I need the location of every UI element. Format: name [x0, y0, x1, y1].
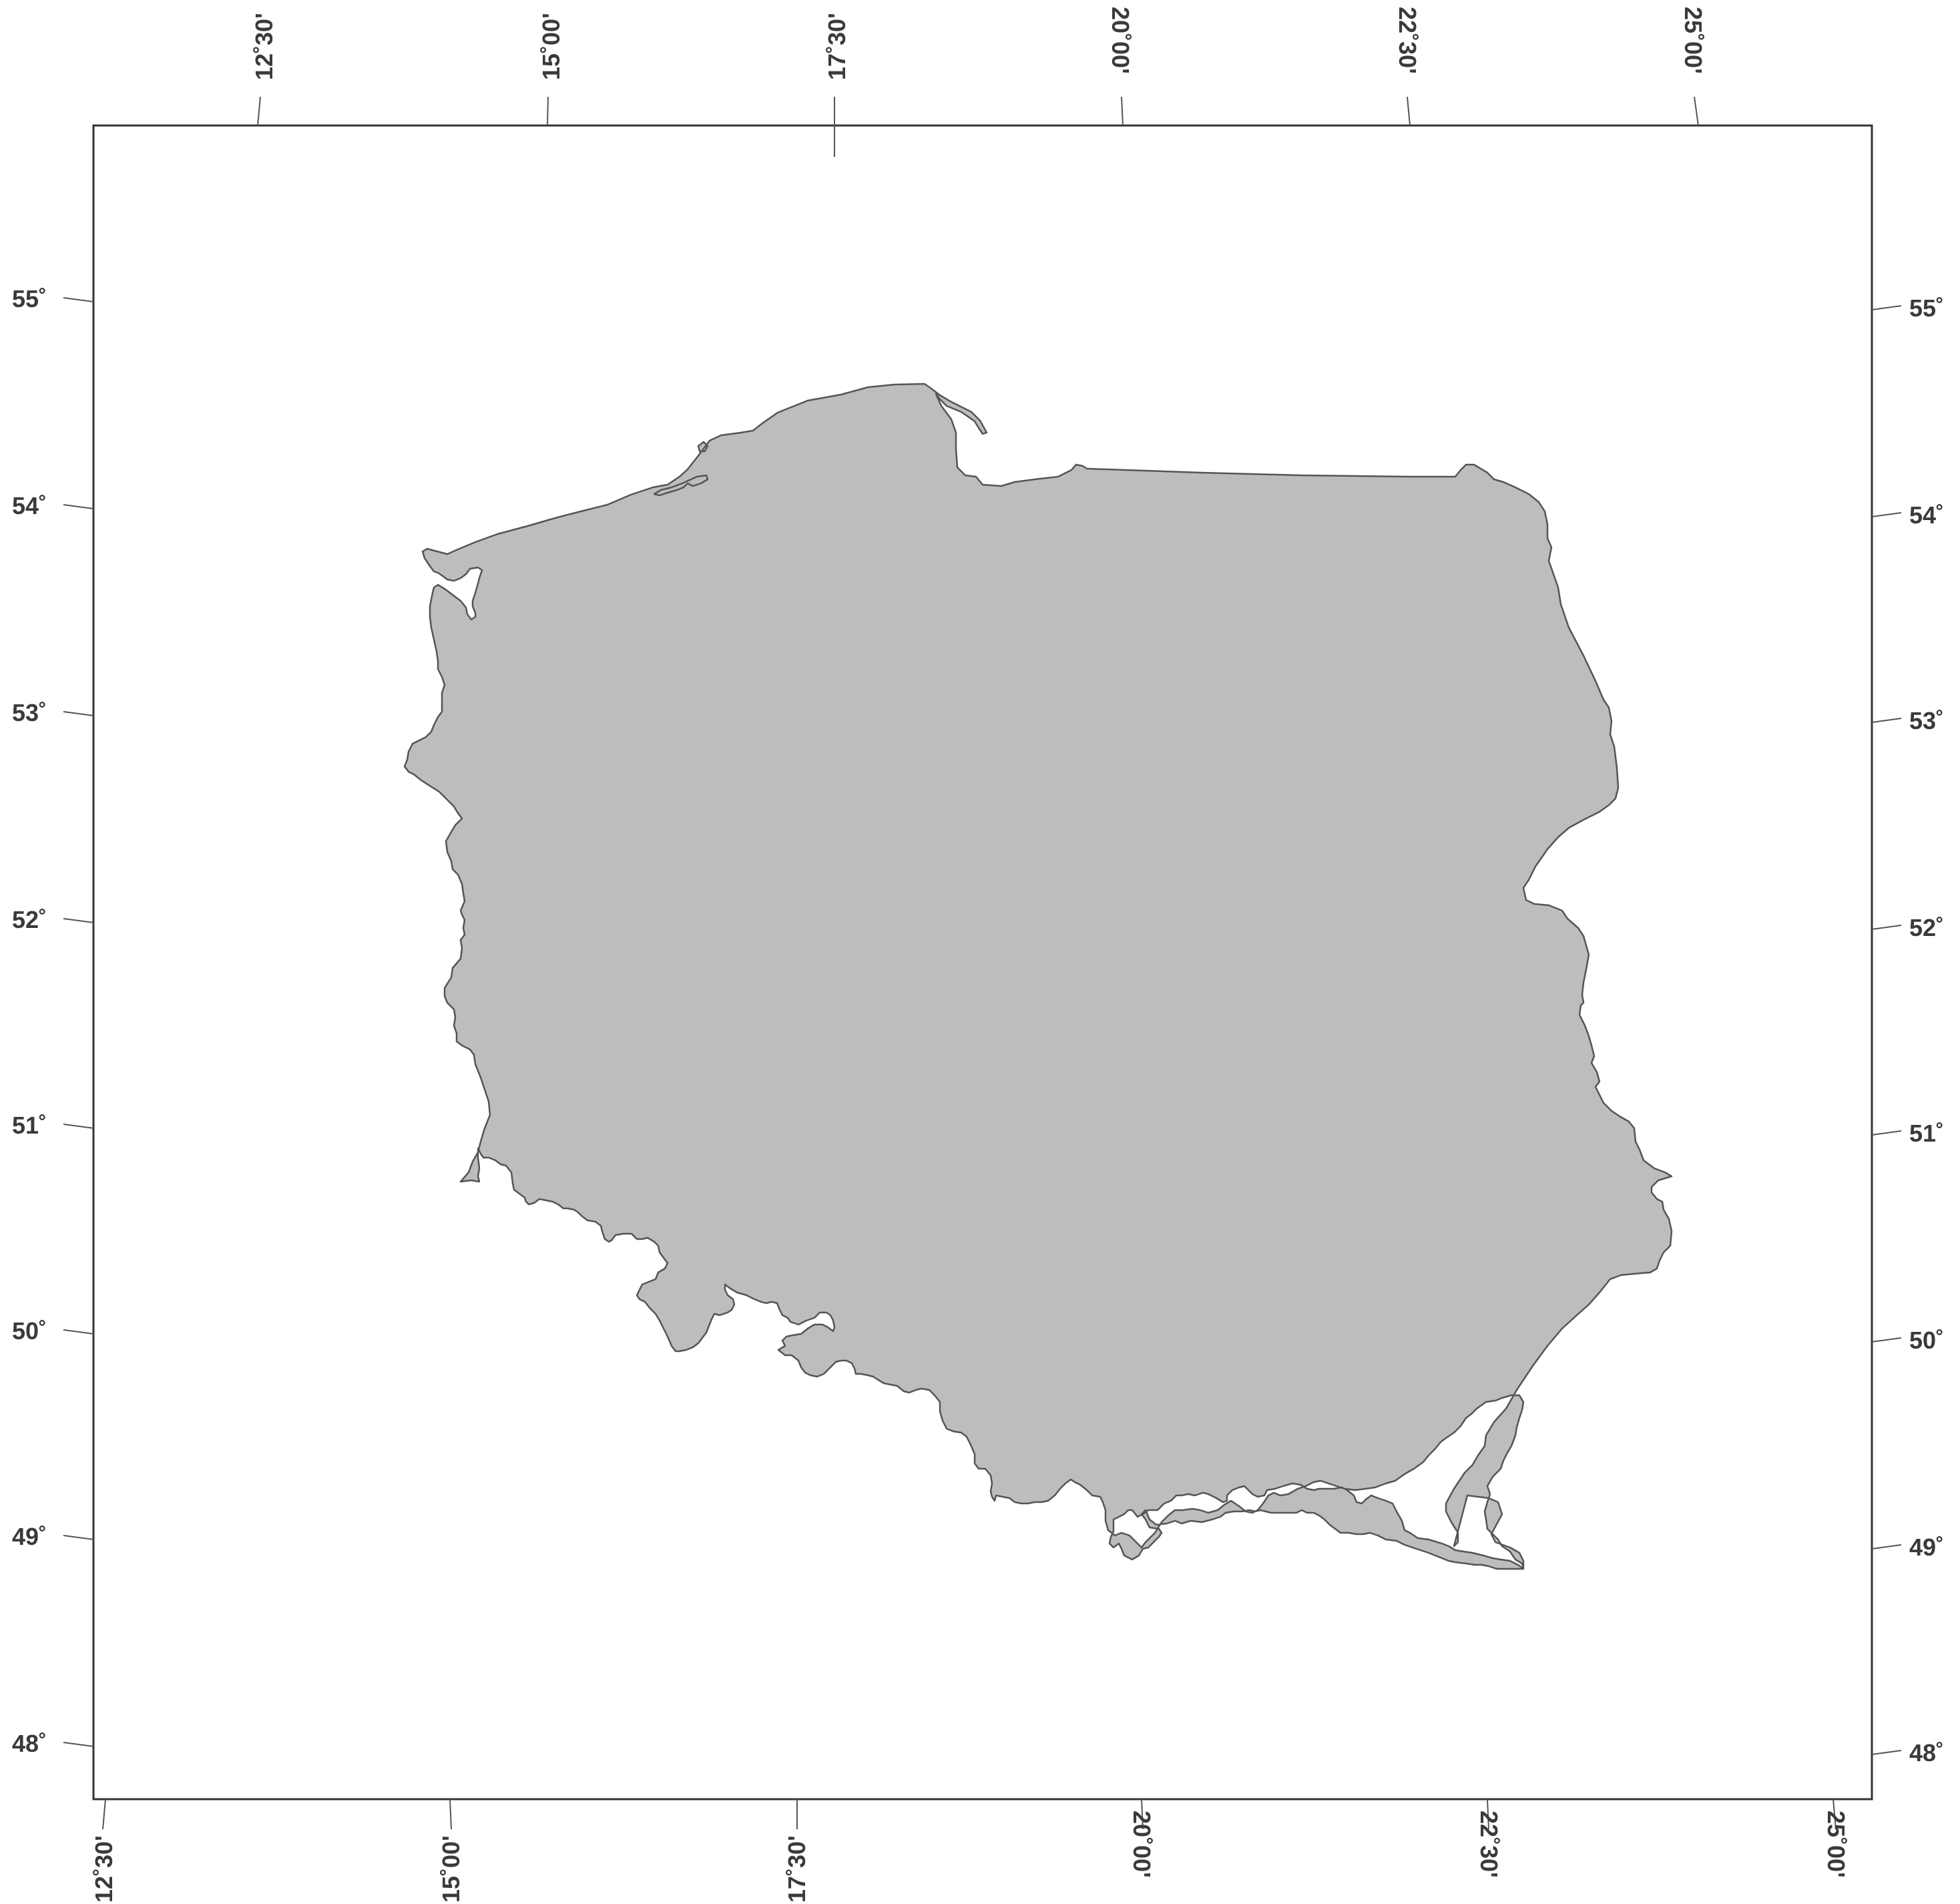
map-frame — [92, 124, 1873, 1801]
right-label-3: 53˚ — [1909, 707, 1944, 734]
bottom-label-4: 20˚00' — [1128, 1811, 1156, 1878]
bottom-label-3: 17˚30' — [783, 1835, 810, 1903]
top-label-4: 20˚00' — [1107, 7, 1134, 74]
right-label-2: 54˚ — [1909, 501, 1944, 529]
left-label-8: 48˚ — [12, 1730, 47, 1757]
left-latitude-labels: 55˚ 54˚ 53˚ 52˚ 51˚ 50˚ 49˚ 48˚ — [12, 285, 47, 1757]
left-label-5: 51˚ — [12, 1112, 47, 1139]
bottom-label-5: 22˚30' — [1475, 1811, 1503, 1878]
right-label-7: 49˚ — [1909, 1533, 1944, 1561]
top-label-3: 17˚30' — [823, 13, 850, 80]
right-latitude-ticks — [1871, 305, 1902, 1755]
bottom-longitude-ticks — [102, 1799, 1836, 1830]
right-label-4: 52˚ — [1909, 914, 1944, 941]
top-longitude-labels: 12˚30' 15˚00' 17˚30' 20˚00' 22˚30' 25˚00… — [250, 7, 1707, 80]
bottom-label-2: 15˚00' — [437, 1835, 465, 1903]
bottom-longitude-labels: 12˚30' 15˚00' 17˚30' 20˚00' 22˚30' 25˚00… — [90, 1811, 1850, 1903]
right-latitude-labels: 55˚ 54˚ 53˚ 52˚ 51˚ 50˚ 49˚ 48˚ — [1909, 294, 1944, 1766]
top-label-2: 15˚00' — [537, 13, 565, 80]
bottom-label-6: 25˚00' — [1822, 1811, 1850, 1878]
top-label-5: 22˚30' — [1394, 7, 1421, 74]
left-label-2: 54˚ — [12, 492, 47, 519]
right-label-5: 51˚ — [1909, 1120, 1944, 1147]
left-label-4: 52˚ — [12, 906, 47, 933]
right-label-6: 50˚ — [1909, 1327, 1944, 1354]
top-label-6: 25˚00' — [1680, 7, 1707, 74]
left-label-7: 49˚ — [12, 1523, 47, 1550]
left-latitude-ticks — [63, 297, 94, 1747]
right-label-8: 48˚ — [1909, 1739, 1944, 1766]
left-label-6: 50˚ — [12, 1317, 47, 1345]
right-label-1: 55˚ — [1909, 294, 1944, 322]
left-label-1: 55˚ — [12, 285, 47, 312]
top-label-1: 12˚30' — [250, 13, 278, 80]
poland-land — [403, 383, 1673, 1570]
bottom-label-1: 12˚30' — [90, 1835, 117, 1903]
top-longitude-ticks — [257, 96, 1699, 157]
left-label-3: 53˚ — [12, 699, 47, 726]
